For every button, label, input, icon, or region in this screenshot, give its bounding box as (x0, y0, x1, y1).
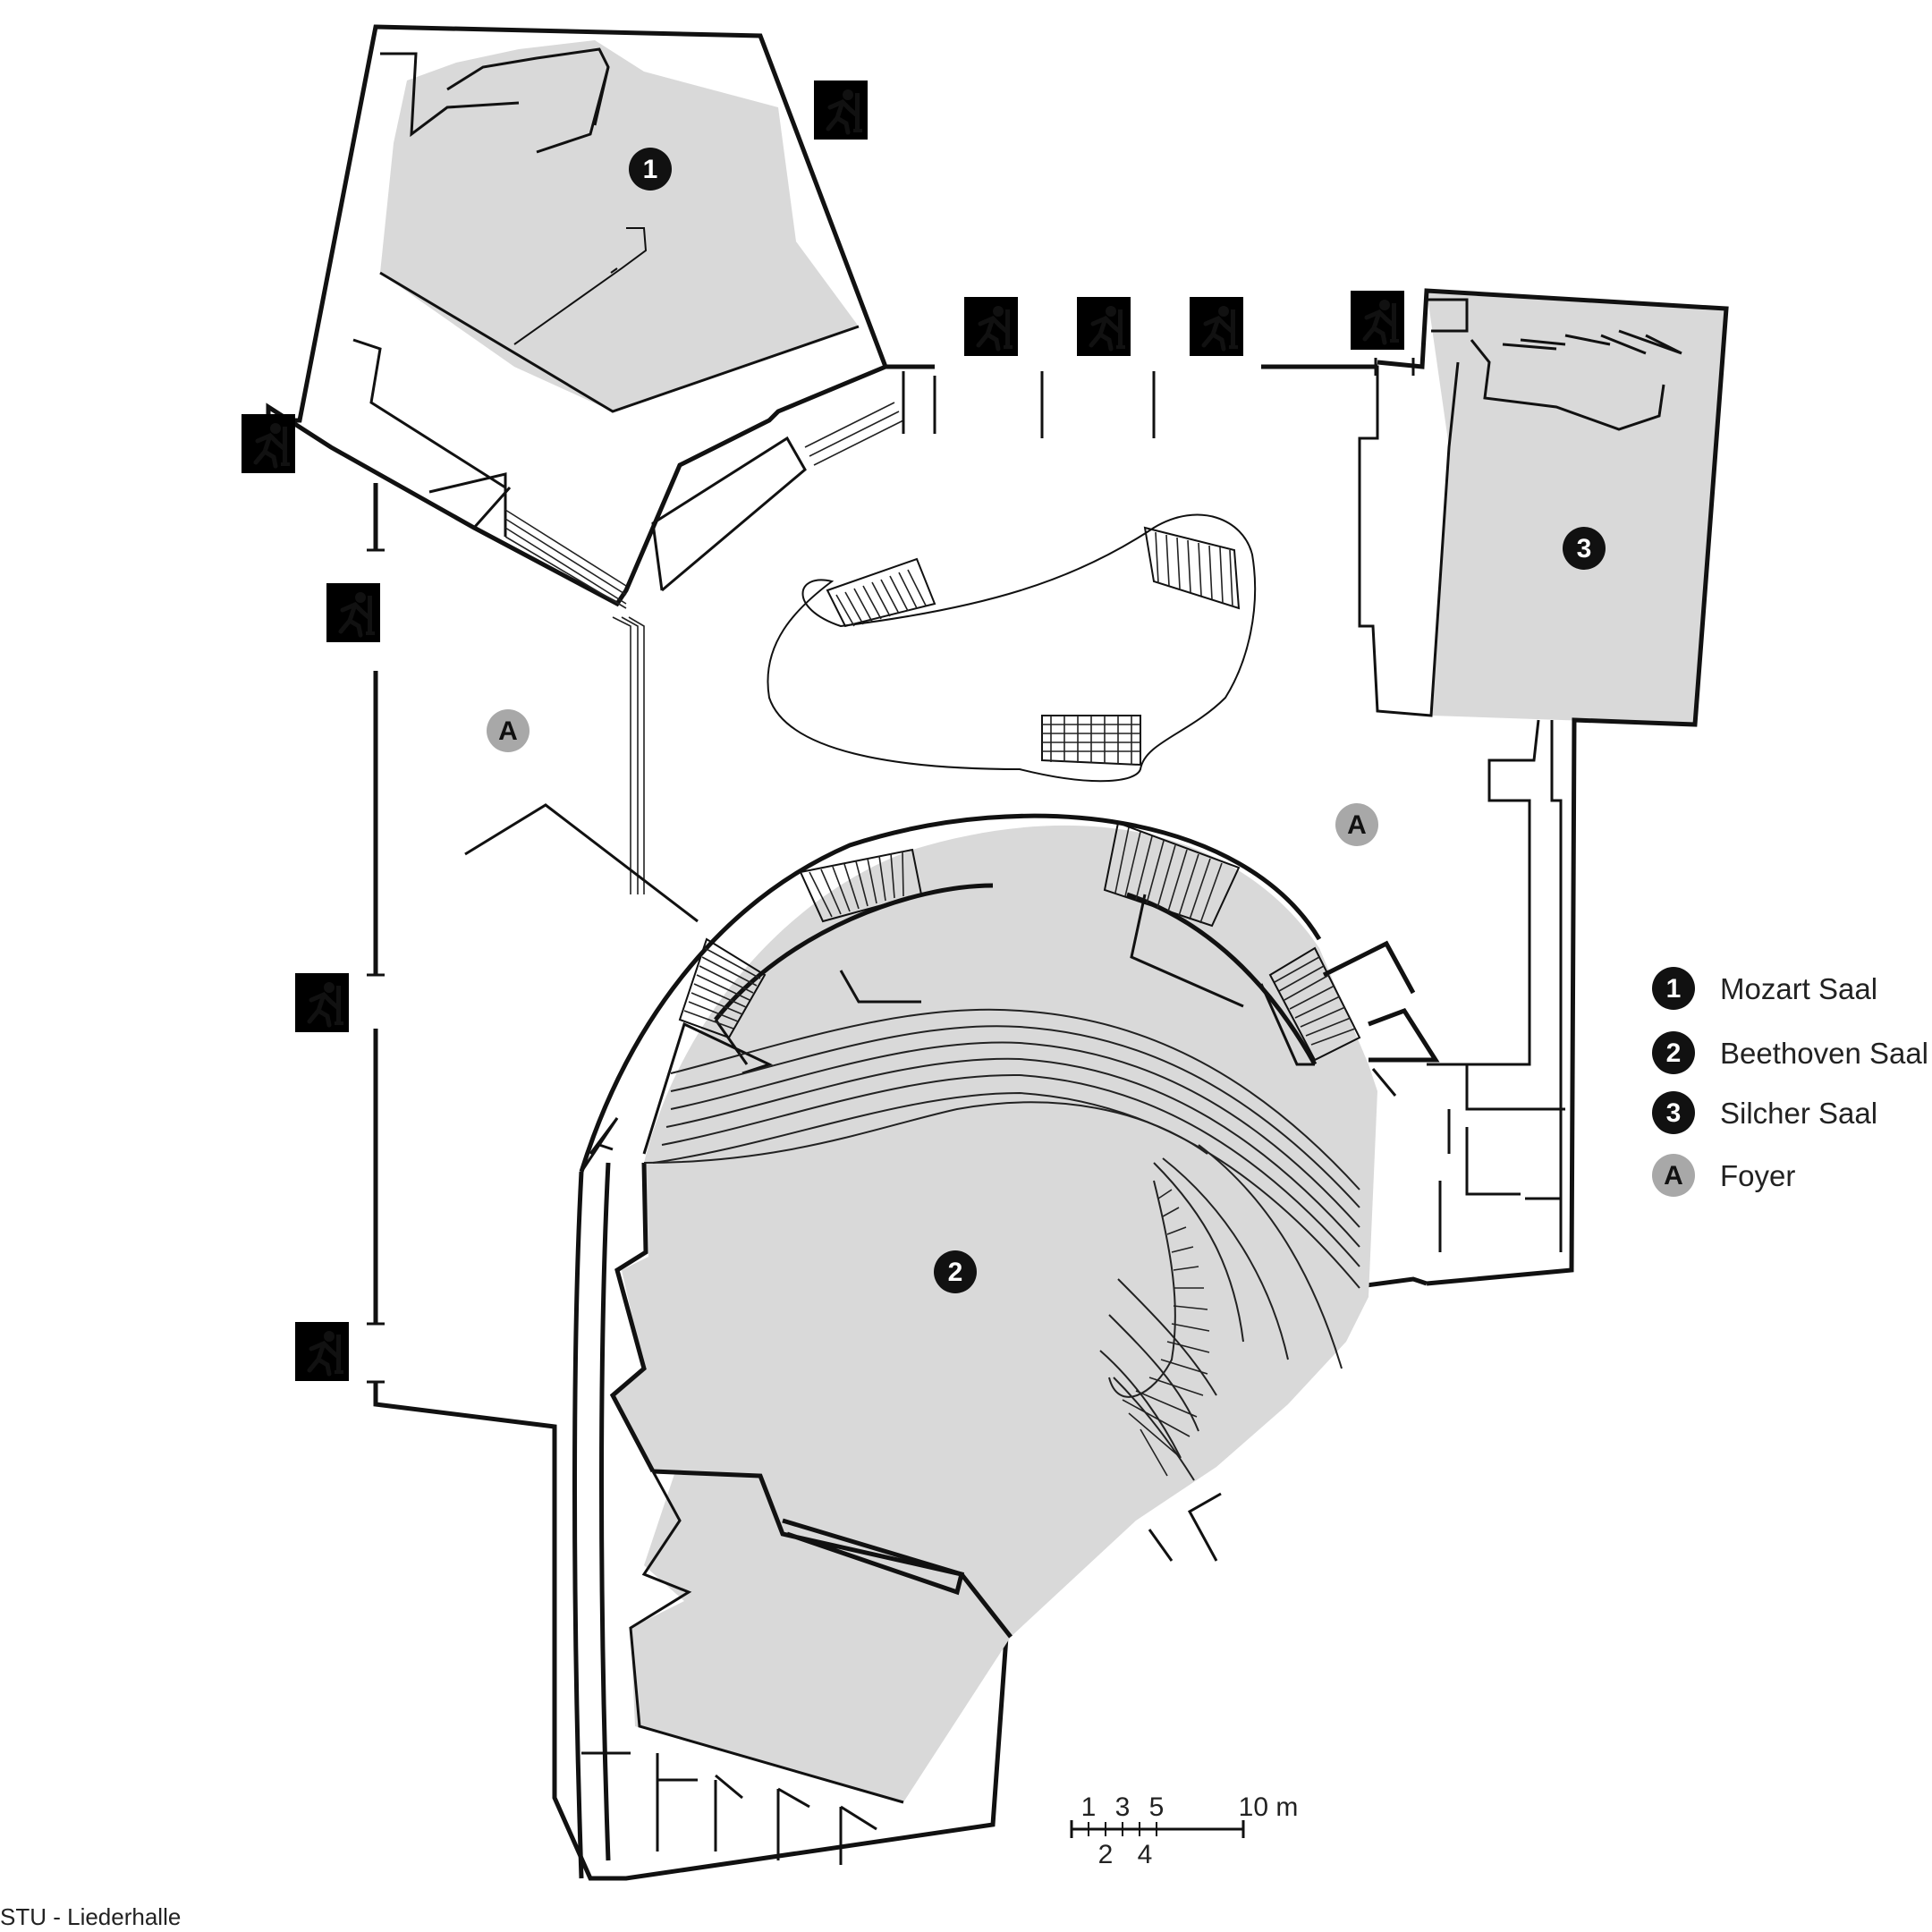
legend-item-mozart[interactable]: 1 Mozart Saal (1652, 967, 1877, 1010)
island-stair-right (1143, 526, 1241, 610)
beethoven-stair-upper-left (799, 848, 923, 923)
hall-badge-1[interactable]: 1 (629, 148, 672, 191)
emergency-exit-icon (1351, 291, 1404, 350)
central-island (767, 513, 1257, 783)
silcher-saal-area (1261, 288, 1729, 1286)
mozart-saal-area (266, 24, 904, 894)
legend-item-foyer[interactable]: A Foyer (1652, 1154, 1795, 1197)
image-caption: STU - Liederhalle (0, 1903, 182, 1930)
foyer-badge-west[interactable]: A (487, 709, 530, 752)
scale-label-2: 2 (1098, 1840, 1114, 1869)
svg-text:A: A (1664, 1161, 1683, 1191)
legend-label: Mozart Saal (1720, 972, 1877, 1005)
emergency-exit-icon (242, 414, 295, 473)
emergency-exit-icon (326, 583, 380, 642)
legend-label: Silcher Saal (1720, 1097, 1877, 1130)
beethoven-seating-rows (643, 1008, 1360, 1481)
hall-badge-3[interactable]: 3 (1563, 527, 1606, 570)
svg-text:2: 2 (1666, 1038, 1682, 1068)
scale-bar: 1 3 5 10 m 2 4 (1070, 1792, 1299, 1869)
scale-label-5: 5 (1149, 1792, 1165, 1822)
beethoven-saal-area (572, 813, 1440, 1879)
emergency-exit-icon (964, 297, 1018, 356)
emergency-exit-icon (1190, 297, 1243, 356)
scale-label-10m: 10 m (1239, 1792, 1299, 1822)
scale-label-3: 3 (1115, 1792, 1131, 1822)
emergency-exit-icon (295, 1322, 349, 1381)
beethoven-stair-right (1268, 946, 1361, 1062)
hall-badge-2[interactable]: 2 (934, 1250, 977, 1293)
svg-text:3: 3 (1666, 1098, 1682, 1128)
beethoven-stair-upper-right (1103, 821, 1241, 928)
legend-item-beethoven[interactable]: 2 Beethoven Saal (1652, 1031, 1928, 1074)
legend-item-silcher[interactable]: 3 Silcher Saal (1652, 1091, 1877, 1134)
emergency-exit-icon (1077, 297, 1131, 356)
svg-text:1: 1 (1666, 974, 1682, 1004)
island-stair-bottom (1041, 715, 1141, 767)
legend-label: Beethoven Saal (1720, 1037, 1928, 1070)
emergency-exit-icon (295, 973, 349, 1032)
svg-text:A: A (1347, 810, 1367, 840)
legend: 1 Mozart Saal 2 Beethoven Saal 3 Silcher… (1652, 967, 1928, 1197)
legend-label: Foyer (1720, 1159, 1795, 1192)
scale-label-1: 1 (1081, 1792, 1097, 1822)
emergency-exit-icon (814, 80, 868, 140)
beethoven-stair-left (678, 937, 767, 1039)
entrance-walls (886, 358, 1415, 438)
svg-text:3: 3 (1577, 534, 1592, 564)
svg-text:1: 1 (643, 155, 658, 184)
svg-text:A: A (498, 716, 518, 746)
svg-text:2: 2 (948, 1258, 963, 1287)
foyer-badge-east[interactable]: A (1335, 803, 1378, 846)
scale-label-4: 4 (1138, 1840, 1153, 1869)
island-stair-left (826, 557, 936, 628)
